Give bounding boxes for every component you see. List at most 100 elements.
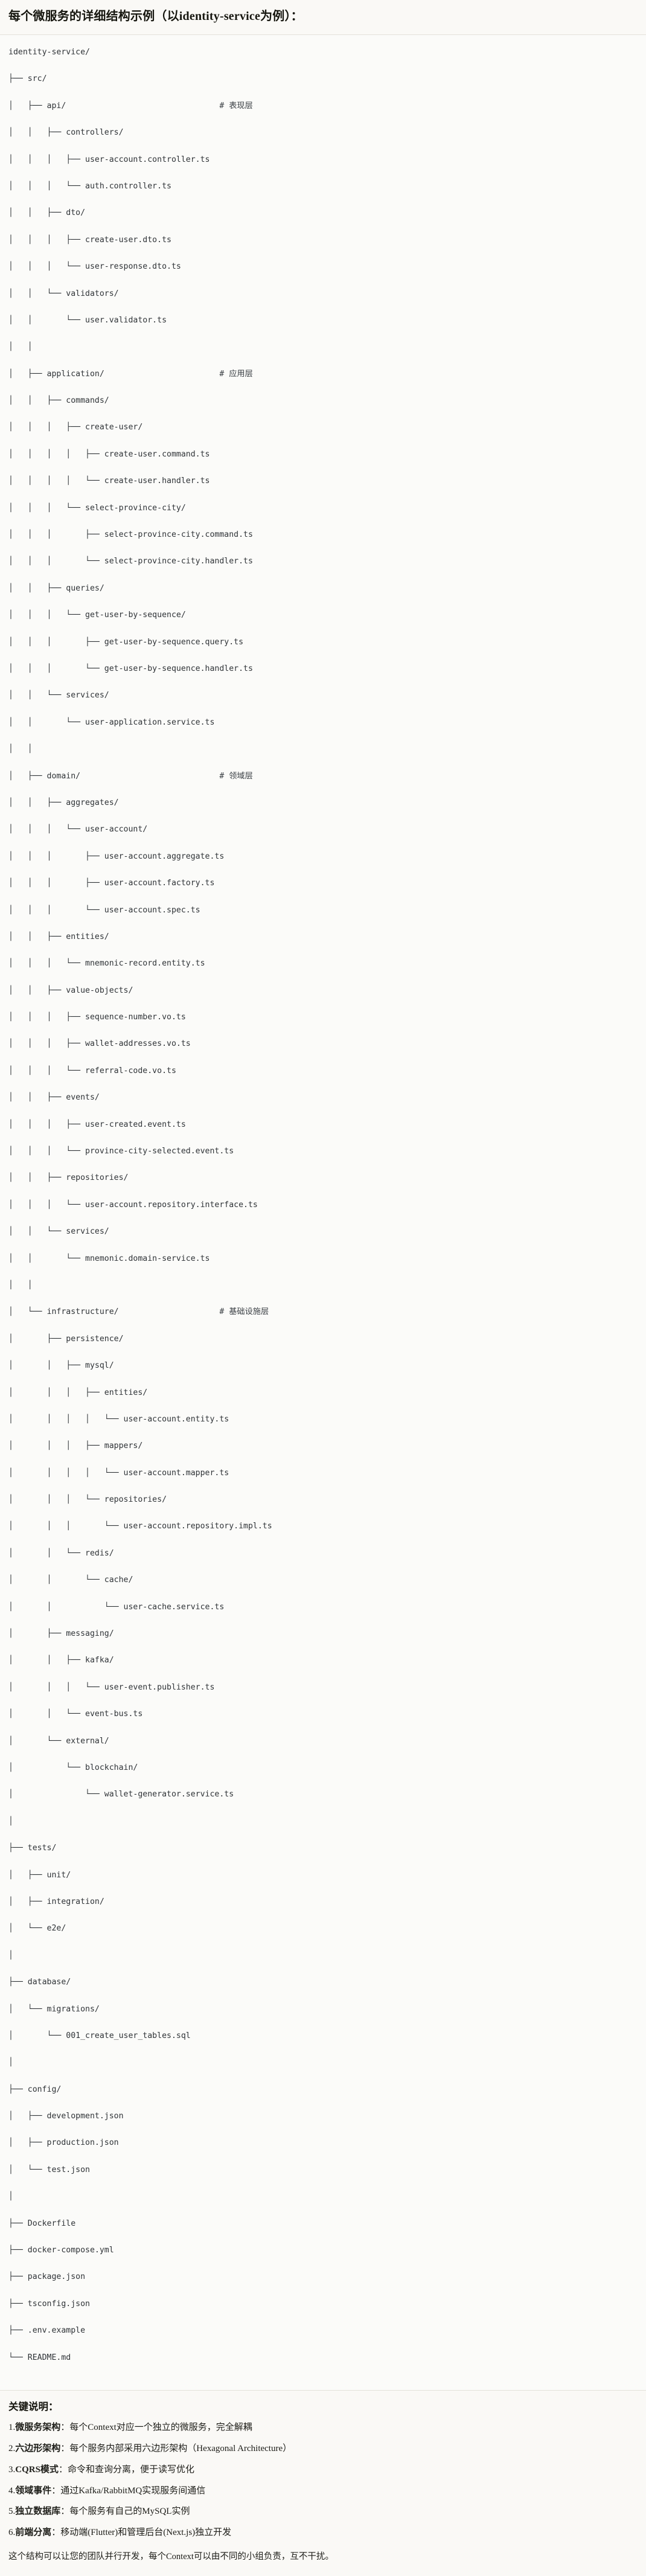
tree-line-path: │ └── test.json [8, 2165, 90, 2174]
tree-line: │ │ │ └── user-account.repository.impl.t… [8, 1520, 638, 1533]
tree-line: │ │ │ └── user-account/ [8, 823, 638, 836]
tree-line: ├── docker-compose.yml [8, 2244, 638, 2257]
tree-line: │ ├── development.json [8, 2110, 638, 2123]
tree-line: │ │ └── cache/ [8, 1574, 638, 1587]
closing-paragraph: 这个结构可以让您的团队并行开发，每个Context可以由不同的小组负责，互不干扰… [8, 2551, 334, 2562]
tree-line: │ │ │ ├── user-created.event.ts [8, 1118, 638, 1132]
tree-line: │ │ └── validators/ [8, 287, 638, 301]
tree-line: ├── config/ [8, 2083, 638, 2097]
tree-line-path: │ │ │ ├── entities/ [8, 1388, 148, 1397]
tree-line-path: │ │ │ └── get-user-by-sequence.handler.t… [8, 664, 253, 673]
tree-line: │ │ └── user-application.service.ts [8, 716, 638, 729]
tree-line-path: │ │ │ ├── sequence-number.vo.ts [8, 1013, 186, 1022]
tree-line: │ │ │ ├── user-account.factory.ts [8, 877, 638, 890]
tree-line-path: │ │ │ ├── select-province-city.command.t… [8, 530, 253, 540]
tree-line-path: ├── database/ [8, 1978, 71, 1987]
key-point-body: ：每个Context对应一个独立的微服务，完全解耦 [60, 2423, 252, 2433]
tree-line-path: ├── config/ [8, 2084, 62, 2094]
key-point-item: 5.独立数据库：每个服务有自己的MySQL实例 [8, 2505, 638, 2519]
tree-line-path: │ │ │ │ ├── create-user.command.ts [8, 449, 210, 459]
tree-line: │ │ │ │ └── create-user.handler.ts [8, 475, 638, 488]
tree-line-path: │ │ │ ├── create-user/ [8, 423, 143, 432]
tree-line-path: │ │ │ │ └── user-account.mapper.ts [8, 1468, 229, 1478]
tree-line: │ │ [8, 341, 638, 354]
tree-line-path: ├── .env.example [8, 2326, 86, 2336]
tree-line-path: │ │ └── cache/ [8, 1575, 133, 1585]
tree-line: │ ├── persistence/ [8, 1333, 638, 1346]
tree-line: │ │ │ └── user-event.publisher.ts [8, 1681, 638, 1694]
tree-line-path: │ │ ├── events/ [8, 1093, 100, 1103]
tree-line: │ │ │ ├── entities/ [8, 1386, 638, 1400]
key-point-number: 1. [8, 2423, 16, 2433]
tree-line-path: │ │ [8, 1280, 33, 1290]
tree-line-path: │ │ └── event-bus.ts [8, 1709, 143, 1719]
tree-line: ├── tests/ [8, 1842, 638, 1855]
tree-line-path: │ │ │ ├── wallet-addresses.vo.ts [8, 1039, 191, 1049]
tree-line: │ │ │ ├── get-user-by-sequence.query.ts [8, 636, 638, 649]
tree-line: │ │ │ │ └── user-account.entity.ts [8, 1413, 638, 1426]
tree-line: │ │ │ ├── user-account.aggregate.ts [8, 850, 638, 863]
tree-line: │ │ │ ├── mappers/ [8, 1440, 638, 1453]
tree-line: │ │ │ ├── sequence-number.vo.ts [8, 1011, 638, 1024]
tree-line: │ [8, 1815, 638, 1828]
tree-line: │ ├── messaging/ [8, 1627, 638, 1641]
tree-line: │ │ ├── events/ [8, 1091, 638, 1104]
tree-line: │ │ ├── kafka/ [8, 1654, 638, 1667]
tree-line: │ │ │ ├── create-user/ [8, 421, 638, 434]
key-point-term: 微服务架构 [15, 2423, 61, 2433]
tree-line: │ └── 001_create_user_tables.sql [8, 2030, 638, 2043]
tree-line: │ │ [8, 1279, 638, 1292]
tree-line-path: │ │ │ └── user-account.repository.impl.t… [8, 1522, 272, 1531]
tree-line: │ │ └── mnemonic.domain-service.ts [8, 1252, 638, 1266]
key-point-number: 6. [8, 2528, 16, 2538]
key-point-term: 前端分离 [15, 2528, 52, 2538]
tree-line-path: │ │ │ ├── mappers/ [8, 1441, 143, 1451]
directory-tree-block: identity-service/ ├── src/ │ ├── api/ # … [0, 35, 646, 2391]
tree-line: │ │ ├── queries/ [8, 582, 638, 595]
tree-line-path: │ │ └── services/ [8, 691, 109, 700]
tree-line-path: │ │ │ └── auth.controller.ts [8, 181, 171, 191]
tree-line: │ │ │ └── select-province-city.handler.t… [8, 555, 638, 568]
tree-line: │ ├── production.json [8, 2136, 638, 2150]
tree-line: │ └── test.json [8, 2164, 638, 2177]
tree-line-path: │ │ │ └── repositories/ [8, 1495, 167, 1505]
tree-line-path: │ │ │ │ └── user-account.entity.ts [8, 1414, 229, 1424]
tree-line-path: │ │ └── validators/ [8, 289, 119, 298]
tree-line-path: │ │ └── redis/ [8, 1548, 114, 1558]
tree-line-path: │ │ │ └── mnemonic-record.entity.ts [8, 959, 205, 969]
tree-line-path: │ │ │ ├── user-created.event.ts [8, 1120, 186, 1129]
tree-line: │ ├── domain/ # 领域层 [8, 770, 638, 783]
tree-line-path: │ ├── persistence/ [8, 1334, 124, 1344]
tree-line: │ │ │ └── get-user-by-sequence/ [8, 609, 638, 622]
tree-line-path: │ │ │ └── user-account/ [8, 825, 148, 835]
key-point-number: 2. [8, 2444, 16, 2454]
tree-line-path: │ ├── application/ [8, 369, 104, 379]
tree-line: │ │ ├── entities/ [8, 931, 638, 944]
tree-line-comment: # 应用层 [219, 369, 253, 379]
tree-line: │ │ ├── commands/ [8, 394, 638, 408]
tree-line-path: │ │ └── user-cache.service.ts [8, 1602, 225, 1612]
key-point-term: 六边形架构 [15, 2444, 61, 2454]
tree-line-path: │ ├── production.json [8, 2138, 119, 2148]
key-point-body: ：每个服务有自己的MySQL实例 [60, 2507, 190, 2517]
tree-line: │ │ └── event-bus.ts [8, 1708, 638, 1721]
tree-line-path: │ │ │ └── user-event.publisher.ts [8, 1682, 215, 1692]
tree-line-path: ├── tsconfig.json [8, 2299, 90, 2308]
key-point-body: ：通过Kafka/RabbitMQ实现服务间通信 [51, 2485, 206, 2496]
tree-line-path: ├── docker-compose.yml [8, 2246, 114, 2255]
tree-line: │ │ └── redis/ [8, 1547, 638, 1560]
tree-line-path: │ │ [8, 342, 33, 352]
tree-line-path: │ │ └── services/ [8, 1227, 109, 1237]
tree-line-path: │ │ └── user.validator.ts [8, 315, 167, 325]
tree-line: │ │ ├── value-objects/ [8, 984, 638, 998]
tree-line: │ ├── integration/ [8, 1895, 638, 1909]
tree-line-path: │ └── e2e/ [8, 1924, 66, 1934]
tree-line-path: │ │ │ └── user-account.spec.ts [8, 905, 200, 915]
page-title: 每个微服务的详细结构示例（以identity-service为例）： [8, 10, 303, 23]
tree-line-path: │ │ │ ├── user-account.factory.ts [8, 879, 215, 888]
title-bar: 每个微服务的详细结构示例（以identity-service为例）： [0, 0, 646, 35]
tree-line: │ │ │ └── select-province-city/ [8, 502, 638, 515]
tree-line-path: │ ├── development.json [8, 2112, 124, 2121]
tree-line-path: │ │ └── mnemonic.domain-service.ts [8, 1254, 210, 1263]
